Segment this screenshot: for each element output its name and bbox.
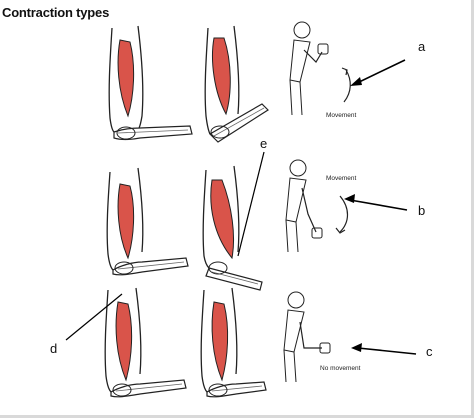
bottom-border — [0, 415, 474, 418]
label-c: c — [426, 344, 433, 359]
row3-figure — [283, 291, 331, 383]
movement-label-middle: Movement — [326, 175, 357, 182]
row2-arm-left — [106, 167, 189, 276]
label-e: e — [260, 136, 267, 151]
row2-arm-right — [202, 165, 263, 291]
leader-line-c — [357, 347, 417, 355]
row1-arm-contracted — [204, 25, 269, 143]
row1-right-muscle — [212, 37, 231, 116]
leader-line-d — [65, 293, 123, 341]
arrowhead-c — [351, 343, 362, 352]
movement-label-top: Movement — [326, 112, 357, 119]
row3-left-muscle — [115, 301, 133, 382]
arrowhead-a — [350, 77, 362, 86]
leader-line-b — [349, 199, 408, 211]
label-a: a — [418, 39, 426, 54]
row2-figure — [285, 159, 349, 253]
row3-arm-right — [200, 287, 267, 398]
row1-figure — [289, 21, 351, 116]
row2-right-muscle — [210, 179, 235, 260]
arrowhead-b — [344, 194, 355, 203]
row2-left-muscle — [117, 183, 135, 260]
no-movement-label: No movement — [320, 365, 361, 372]
right-border — [471, 0, 474, 418]
diagram-title: Contraction types — [2, 5, 110, 20]
row3-right-muscle — [211, 301, 229, 382]
leader-line-e — [237, 151, 265, 257]
label-d: d — [50, 341, 57, 356]
row1-left-muscle — [117, 39, 135, 118]
leader-line-a — [354, 59, 406, 85]
row3-arm-left — [104, 287, 187, 398]
label-b: b — [418, 203, 425, 218]
row1-arm-relaxed — [108, 25, 193, 141]
